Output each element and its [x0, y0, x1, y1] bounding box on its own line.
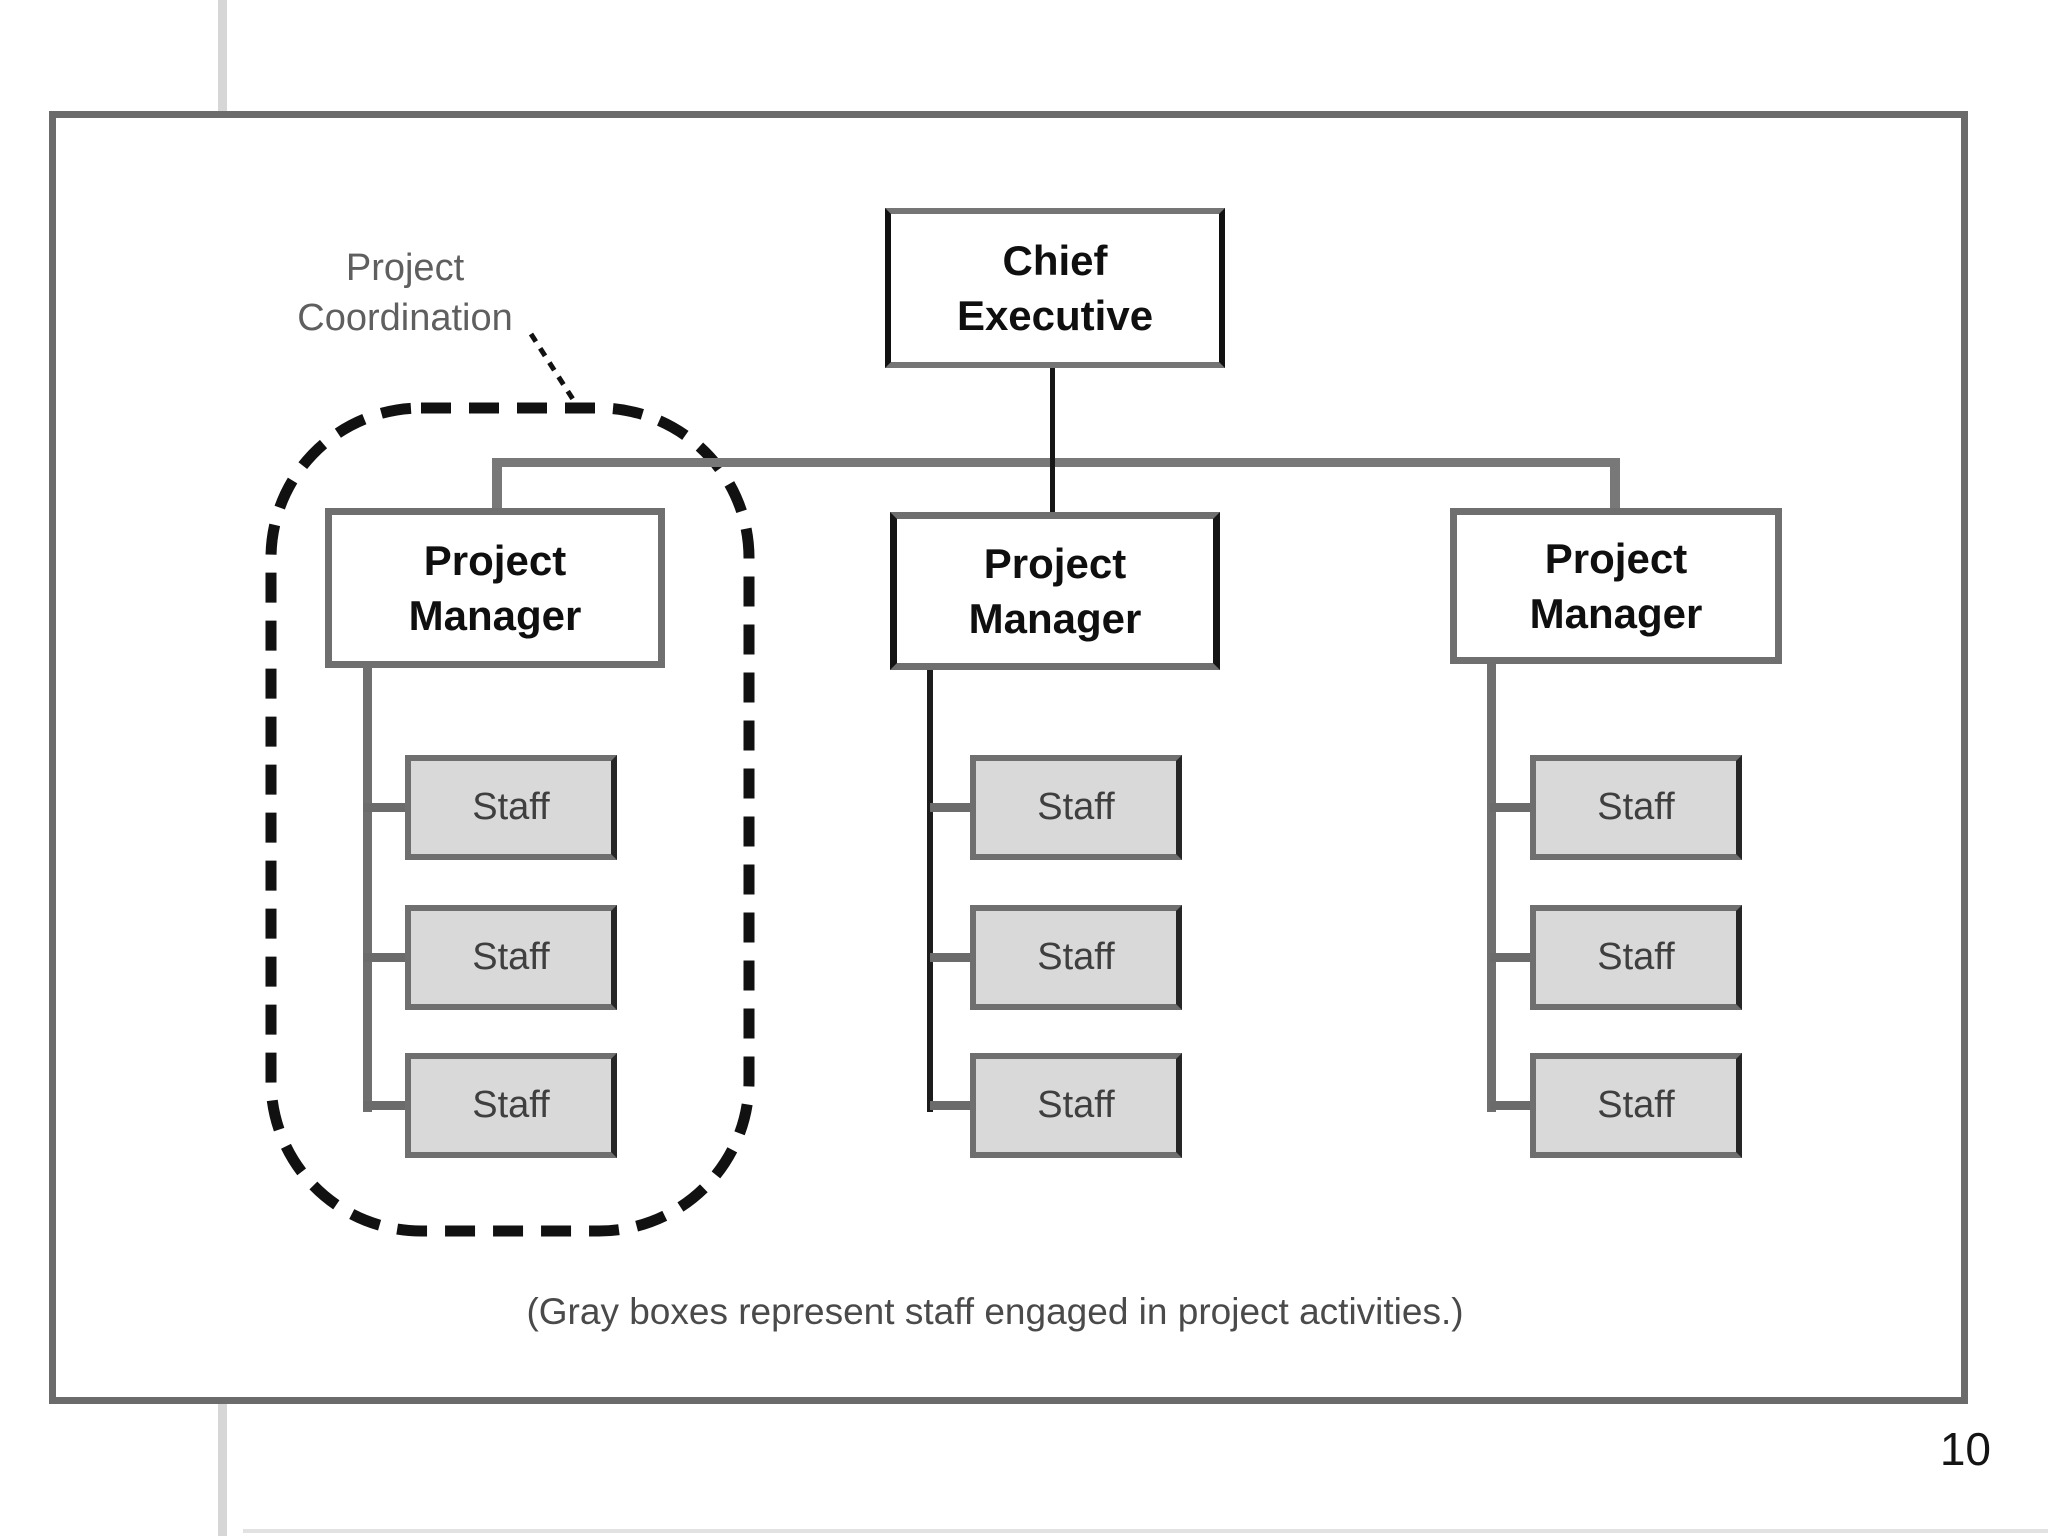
pm3-line1: Project [1544, 535, 1688, 582]
staff-stub [363, 803, 407, 812]
staff-stub [930, 803, 972, 812]
node-staff-1-3: Staff [405, 1053, 617, 1158]
slide-caption: (Gray boxes represent staff engaged in p… [526, 1291, 1464, 1332]
staff-label: Staff [1037, 1084, 1115, 1126]
node-staff-3-1: Staff [1530, 755, 1742, 860]
node-project-manager-3: Project Manager [1450, 508, 1782, 664]
connector-stub-pm3 [1610, 458, 1620, 514]
staff-stub [363, 953, 407, 962]
pm3-line2: Manager [1529, 590, 1703, 637]
template-bottom-hairline [243, 1529, 2048, 1533]
staff-stub [1490, 953, 1532, 962]
node-project-manager-1: Project Manager [325, 508, 665, 668]
staff-stub [1490, 1101, 1532, 1110]
coordination-label-line1: Project [345, 247, 465, 289]
staff-label: Staff [472, 786, 550, 828]
staff-label: Staff [1037, 786, 1115, 828]
node-staff-3-3: Staff [1530, 1053, 1742, 1158]
staff-label: Staff [472, 1084, 550, 1126]
node-staff-1-2: Staff [405, 905, 617, 1010]
pm2-line2: Manager [968, 595, 1142, 642]
chief-executive-line2: Executive [956, 292, 1154, 339]
node-staff-2-2: Staff [970, 905, 1182, 1010]
node-staff-1-1: Staff [405, 755, 617, 860]
staff-label: Staff [1597, 786, 1675, 828]
page-number: 10 [1939, 1423, 1991, 1475]
pm2-line1: Project [983, 540, 1127, 587]
staff-label: Staff [1597, 1084, 1675, 1126]
staff-spine-column2 [927, 668, 933, 1112]
template-vertical-line-top [218, 0, 227, 112]
staff-spine-column3 [1487, 662, 1496, 1112]
staff-label: Staff [472, 936, 550, 978]
chief-executive-line1: Chief [1002, 237, 1108, 284]
staff-label: Staff [1597, 936, 1675, 978]
staff-stub [363, 1101, 407, 1110]
project-coordination-label: Project Coordination [240, 243, 570, 343]
node-staff-2-1: Staff [970, 755, 1182, 860]
staff-stub [930, 1101, 972, 1110]
staff-label: Staff [1037, 936, 1115, 978]
node-staff-3-2: Staff [1530, 905, 1742, 1010]
connector-stub-pm1 [492, 458, 502, 514]
node-project-manager-2: Project Manager [890, 512, 1220, 670]
template-vertical-line-bottom [218, 1404, 227, 1536]
pm1-line2: Manager [408, 592, 582, 639]
staff-spine-column1 [363, 666, 372, 1112]
node-staff-2-3: Staff [970, 1053, 1182, 1158]
node-chief-executive: Chief Executive [885, 208, 1225, 368]
staff-stub [1490, 803, 1532, 812]
staff-stub [930, 953, 972, 962]
manager-level-connector [494, 458, 1620, 467]
pm1-line1: Project [423, 537, 567, 584]
coordination-label-line2: Coordination [297, 297, 513, 339]
chief-executive-connector [1050, 368, 1055, 516]
